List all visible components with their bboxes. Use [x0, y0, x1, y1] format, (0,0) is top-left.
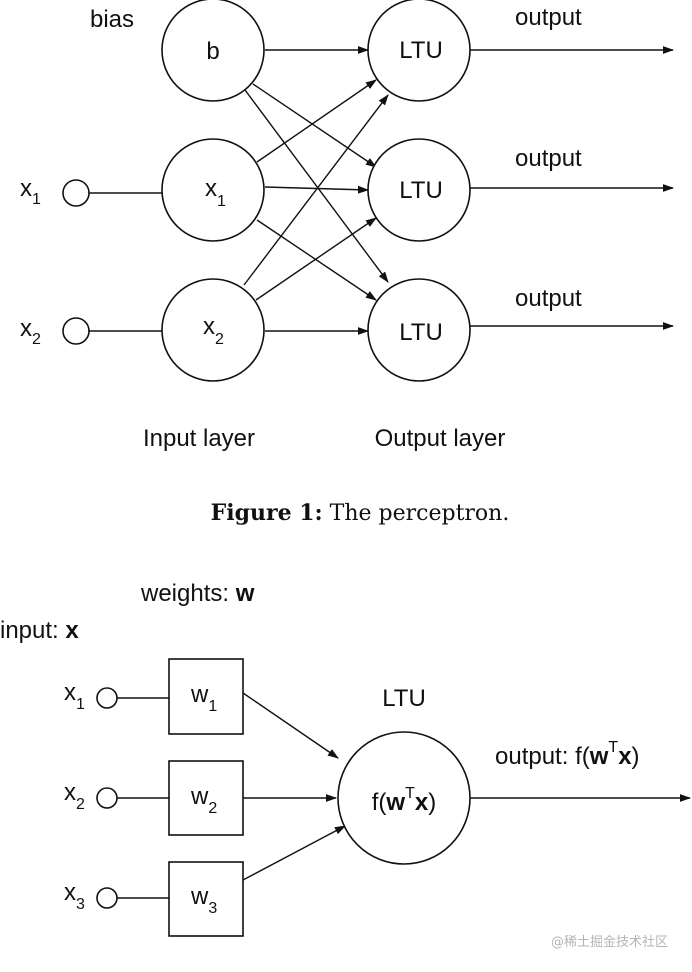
edge-b-ltu3: [244, 89, 389, 283]
figure-2-ltu: weights: w input: x x1 w1 x2 w2 x3 w3 LT…: [0, 580, 692, 937]
edge-x1-ltu1: [256, 79, 377, 163]
weight-w3-label: w3: [190, 883, 217, 917]
input-x1-label: x1: [20, 175, 41, 208]
input-node-x2: [161, 278, 265, 382]
input-layer-label: Input layer: [143, 425, 255, 452]
weight-box-w2: [168, 760, 244, 836]
edge-x2-ltu1: [243, 94, 389, 286]
ltu-node-3-label: LTU: [399, 319, 443, 346]
edge-w3-ltu: [242, 825, 346, 881]
input-x1-label-fig2: x1: [64, 679, 85, 713]
output-label-2: output: [515, 145, 582, 172]
input-node-x1: [161, 138, 265, 242]
connection-edges: [243, 46, 389, 335]
edge-w1-ltu: [242, 692, 339, 759]
edge-b-ltu2: [252, 83, 377, 168]
ltu-node-3: [367, 278, 471, 382]
figure-1-perceptron: bias x1 x2 b x1 x2 LTU LTU: [20, 0, 675, 526]
weight-box-w1: [168, 658, 244, 735]
weights-label: weights: w: [140, 580, 255, 607]
edge-x2-ltu2: [255, 217, 377, 301]
weight-w2-label: w2: [190, 783, 217, 817]
input-node-x2-label: x2: [203, 313, 224, 348]
output-label-1: output: [515, 4, 582, 31]
bias-node: [161, 0, 265, 102]
input-x1-terminal: [62, 179, 90, 207]
output-function-label: output: f(wTx): [495, 739, 640, 770]
ltu-function-label: f(wTx): [372, 785, 436, 816]
input-label: input: x: [0, 617, 79, 644]
input-x2-terminal-fig2: [96, 787, 118, 809]
input-x2-terminal: [62, 317, 90, 345]
weight-w1-label: w1: [190, 681, 217, 715]
ltu-node-1-label: LTU: [399, 37, 443, 64]
ltu-node-2: [367, 138, 471, 242]
watermark: @稀土掘金技术社区: [551, 934, 668, 950]
bias-label: bias: [90, 6, 134, 33]
bias-node-label: b: [206, 38, 219, 65]
input-x2-label-fig2: x2: [64, 779, 85, 813]
ltu-title-fig2: LTU: [382, 685, 426, 712]
input-x3-label-fig2: x3: [64, 879, 85, 913]
weight-box-w3: [168, 861, 244, 937]
ltu-node-2-label: LTU: [399, 177, 443, 204]
edge-x1-ltu3: [256, 219, 377, 301]
output-label-3: output: [515, 285, 582, 312]
output-layer-label: Output layer: [375, 425, 506, 452]
input-x2-label: x2: [20, 315, 41, 348]
figure-1-caption: Figure 1: The perceptron.: [211, 500, 510, 526]
input-node-x1-label: x1: [205, 175, 226, 210]
input-x3-terminal-fig2: [96, 887, 118, 909]
input-x1-terminal-fig2: [96, 687, 118, 709]
